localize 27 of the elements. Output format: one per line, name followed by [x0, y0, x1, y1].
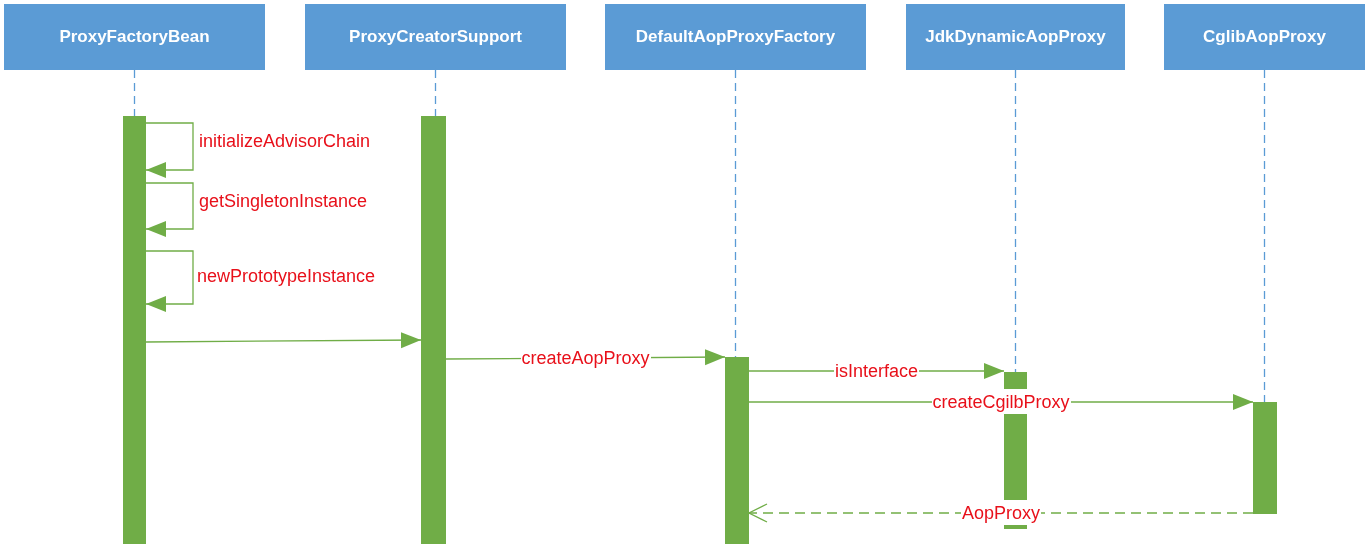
message-label: createAopProxy	[520, 348, 651, 368]
activation-bar	[1004, 414, 1027, 500]
lifeline-header: ProxyFactoryBean	[4, 4, 265, 70]
self-call-arrow	[145, 122, 194, 178]
lifeline	[1263, 69, 1266, 403]
activation-bar	[1253, 402, 1277, 514]
activation-bar	[421, 116, 446, 544]
lifeline	[1014, 69, 1017, 373]
activation-bar	[725, 357, 749, 544]
activation-bar	[1004, 372, 1027, 389]
message-label: initializeAdvisorChain	[198, 131, 372, 151]
message-label: getSingletonInstance	[198, 191, 369, 211]
lifeline-header: CglibAopProxy	[1164, 4, 1365, 70]
message-label: newPrototypeInstance	[196, 266, 377, 286]
message-label: createCgilbProxy	[931, 392, 1071, 412]
lifeline-header: DefaultAopProxyFactory	[605, 4, 866, 70]
lifeline-header: JdkDynamicAopProxy	[906, 4, 1125, 70]
self-call-arrow	[145, 250, 194, 312]
lifeline	[734, 69, 737, 358]
activation-bar	[123, 116, 146, 544]
lifeline	[133, 69, 136, 117]
lifeline	[434, 69, 437, 117]
lifeline-header: ProxyCreatorSupport	[305, 4, 566, 70]
self-call-arrow	[145, 182, 194, 237]
message-label: AopProxy	[961, 503, 1042, 523]
message-arrow	[145, 332, 422, 349]
activation-bar	[1004, 525, 1027, 529]
